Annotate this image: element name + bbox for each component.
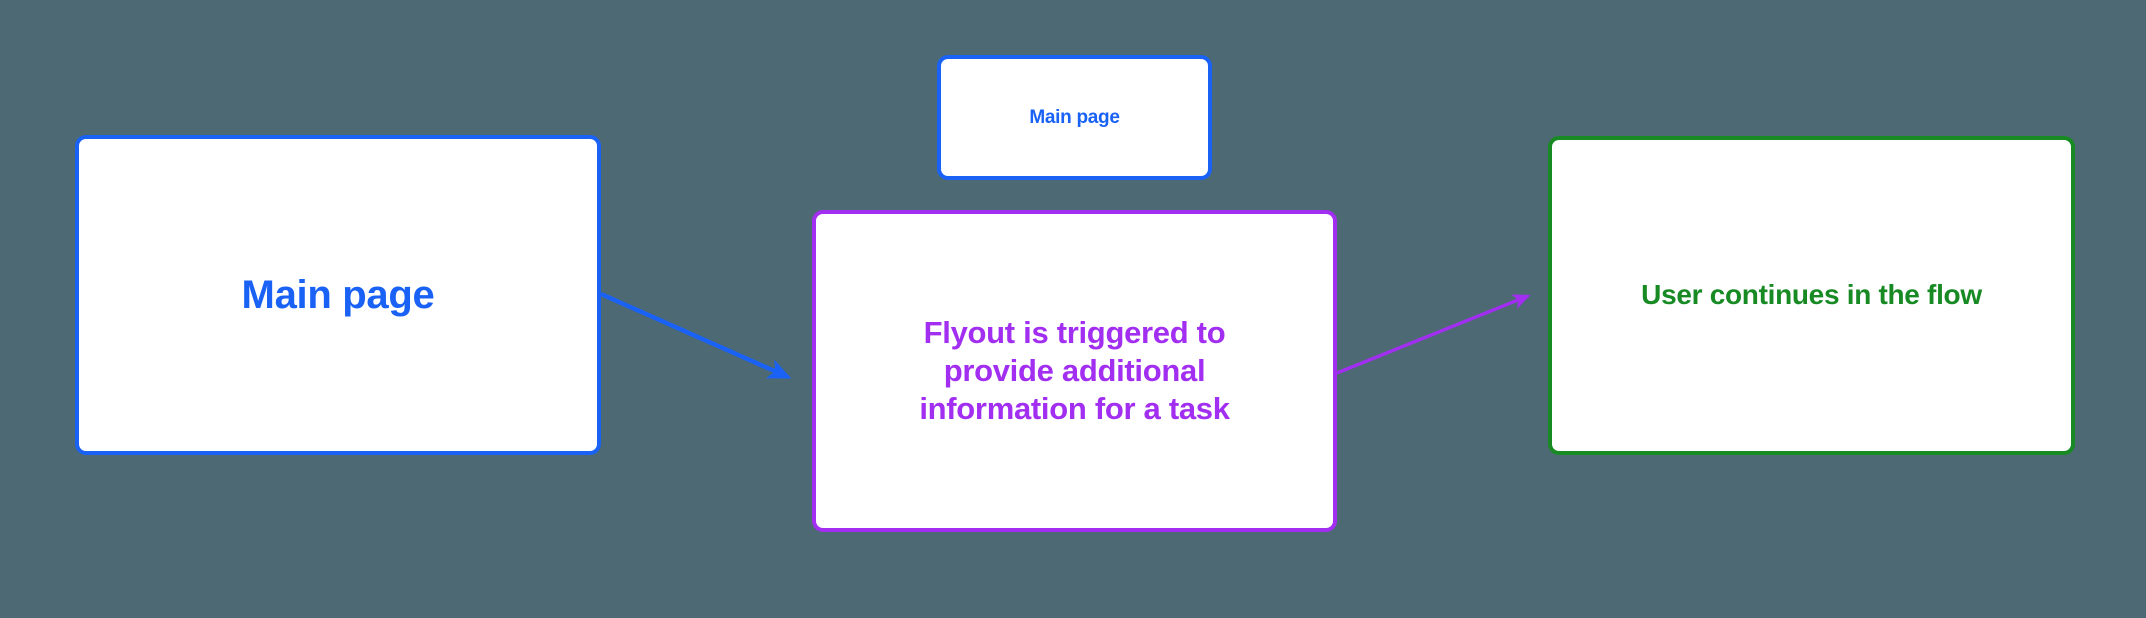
node-flyout[interactable]: Flyout is triggered to provide additiona… — [812, 210, 1337, 532]
node-flyout-label: Flyout is triggered to provide additiona… — [919, 315, 1230, 426]
node-user-continues[interactable]: User continues in the flow — [1548, 136, 2075, 455]
node-main-page-left-label: Main page — [241, 272, 435, 317]
node-main-page-top-label: Main page — [1029, 106, 1120, 128]
node-main-page-top[interactable]: Main page — [937, 55, 1212, 180]
connector-flyout-to-user-continues — [1336, 294, 1531, 375]
node-user-continues-label: User continues in the flow — [1641, 279, 1982, 311]
connector-main-page-to-flyout — [600, 291, 792, 380]
node-main-page-left[interactable]: Main page — [75, 135, 601, 455]
